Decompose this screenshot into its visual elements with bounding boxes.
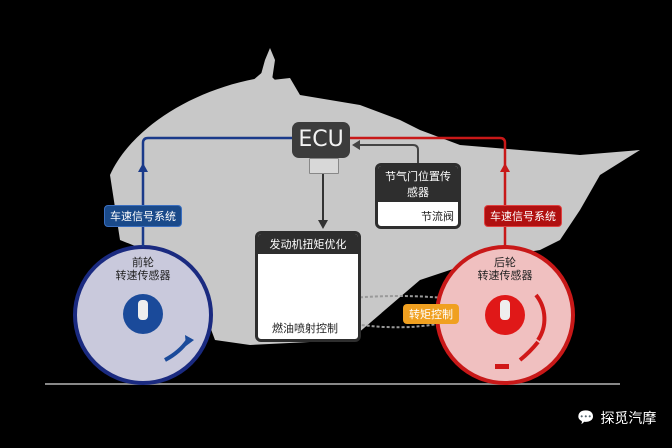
- rear-sensor-line2: 转速传感器: [477, 269, 533, 282]
- brand-watermark: 💬 探觅汽摩: [577, 408, 656, 428]
- throttle-valve-caption: 节流阀: [421, 210, 454, 223]
- engine-torque-panel: 发动机扭矩优化 燃油喷射控制: [255, 231, 361, 342]
- front-sensor-line2: 转速传感器: [115, 269, 171, 282]
- throttle-position-sensor-panel: 节气门位置传感器 节流阀: [375, 163, 461, 229]
- front-sensor-line1: 前轮: [132, 256, 154, 269]
- rear-sensor-line1: 后轮: [494, 256, 516, 269]
- rear-wheel-sensor-label: 后轮 转速传感器: [475, 256, 535, 282]
- front-wheel-sensor-label: 前轮 转速传感器: [113, 256, 173, 282]
- ecu-box: ECU: [292, 122, 350, 158]
- front-speed-signal-label: 车速信号系统: [104, 205, 182, 227]
- fuel-injection-caption: 燃油喷射控制: [272, 322, 338, 335]
- brand-name: 探觅汽摩: [600, 411, 657, 427]
- rear-speed-signal-label: 车速信号系统: [484, 205, 562, 227]
- engine-panel-title: 发动机扭矩优化: [258, 234, 358, 254]
- torque-control-label: 转矩控制: [403, 304, 459, 324]
- throttle-panel-title: 节气门位置传感器: [378, 166, 458, 202]
- ecu-connector: [309, 158, 339, 174]
- wechat-icon: 💬: [577, 410, 595, 426]
